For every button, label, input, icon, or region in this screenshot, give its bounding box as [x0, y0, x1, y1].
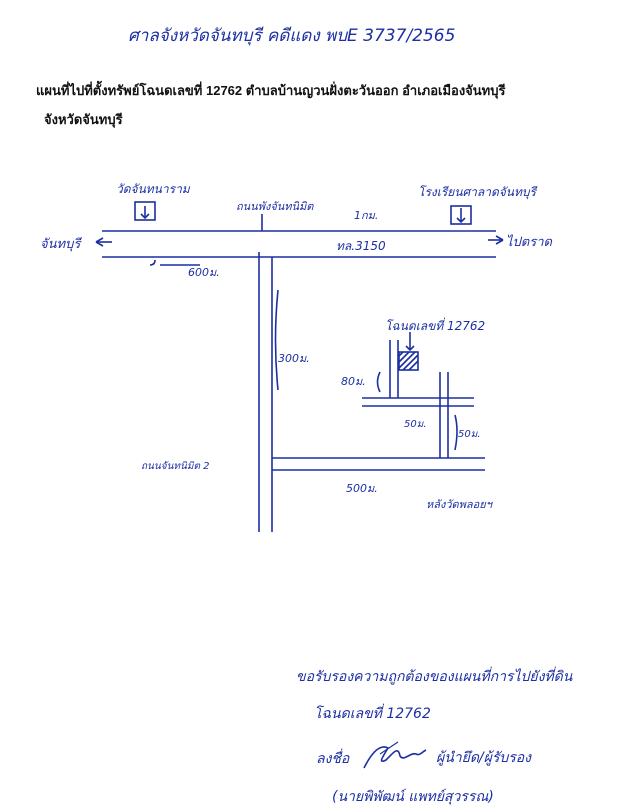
- deed-plot: [398, 351, 419, 371]
- behind-temple-label: หลังวัดพลอยฯ: [426, 498, 494, 511]
- right-direction-label: ไปตราด: [506, 234, 553, 250]
- school-label: โรงเรียนศาลาดจันทบุรี: [418, 185, 538, 200]
- distance-600m-label: 600ม.: [188, 266, 220, 279]
- map-title-province: จังหวัดจันทบุรี: [44, 112, 123, 127]
- deed-label: โฉนดเลขที่ 12762: [385, 317, 485, 333]
- signer-role: ผู้นำยึด/ผู้รับรอง: [436, 750, 532, 766]
- arrow-left-icon: [95, 237, 104, 247]
- highway-label: ทล.3150: [336, 239, 386, 253]
- temple-label: วัดจันทนาราม: [116, 182, 191, 196]
- temple-marker: [134, 201, 156, 221]
- left-direction-label: จันทบุรี: [40, 236, 82, 252]
- certify-text: ขอรับรองความถูกต้องของแผนที่การไปยังที่ด…: [296, 669, 573, 685]
- distance-50m-label: 50ม.: [404, 419, 427, 430]
- road-main-label: ถนนพังจันทนิมิต: [236, 200, 314, 213]
- signature-image: [363, 741, 427, 769]
- court-case-header: ศาลจังหวัดจันทบุรี คดีแดง พบE 3737/2565: [128, 26, 456, 46]
- arrow-right-icon: [495, 235, 504, 245]
- map-title: แผนที่ไปที่ตั้งทรัพย์โฉนดเลขที่ 12762 ตำ…: [36, 83, 506, 98]
- road-2-label: ถนนจันทนิมิต 2: [141, 460, 209, 472]
- signer-name: (นายพิพัฒน์ แพทย์สุวรรณ): [332, 789, 494, 805]
- distance-50m-vertical-label: 50ม.: [458, 429, 481, 440]
- deed-arrow-icon: [405, 345, 415, 352]
- distance-1km-label: 1กม.: [354, 209, 378, 222]
- distance-80m-label: 80ม.: [341, 375, 366, 388]
- sign-label: ลงชื่อ: [316, 751, 350, 767]
- deed-reference: โฉนดเลขที่ 12762: [314, 706, 431, 722]
- distance-500m-label: 500ม.: [346, 482, 378, 495]
- distance-300m-label: 300ม.: [278, 352, 310, 365]
- school-marker: [450, 205, 472, 225]
